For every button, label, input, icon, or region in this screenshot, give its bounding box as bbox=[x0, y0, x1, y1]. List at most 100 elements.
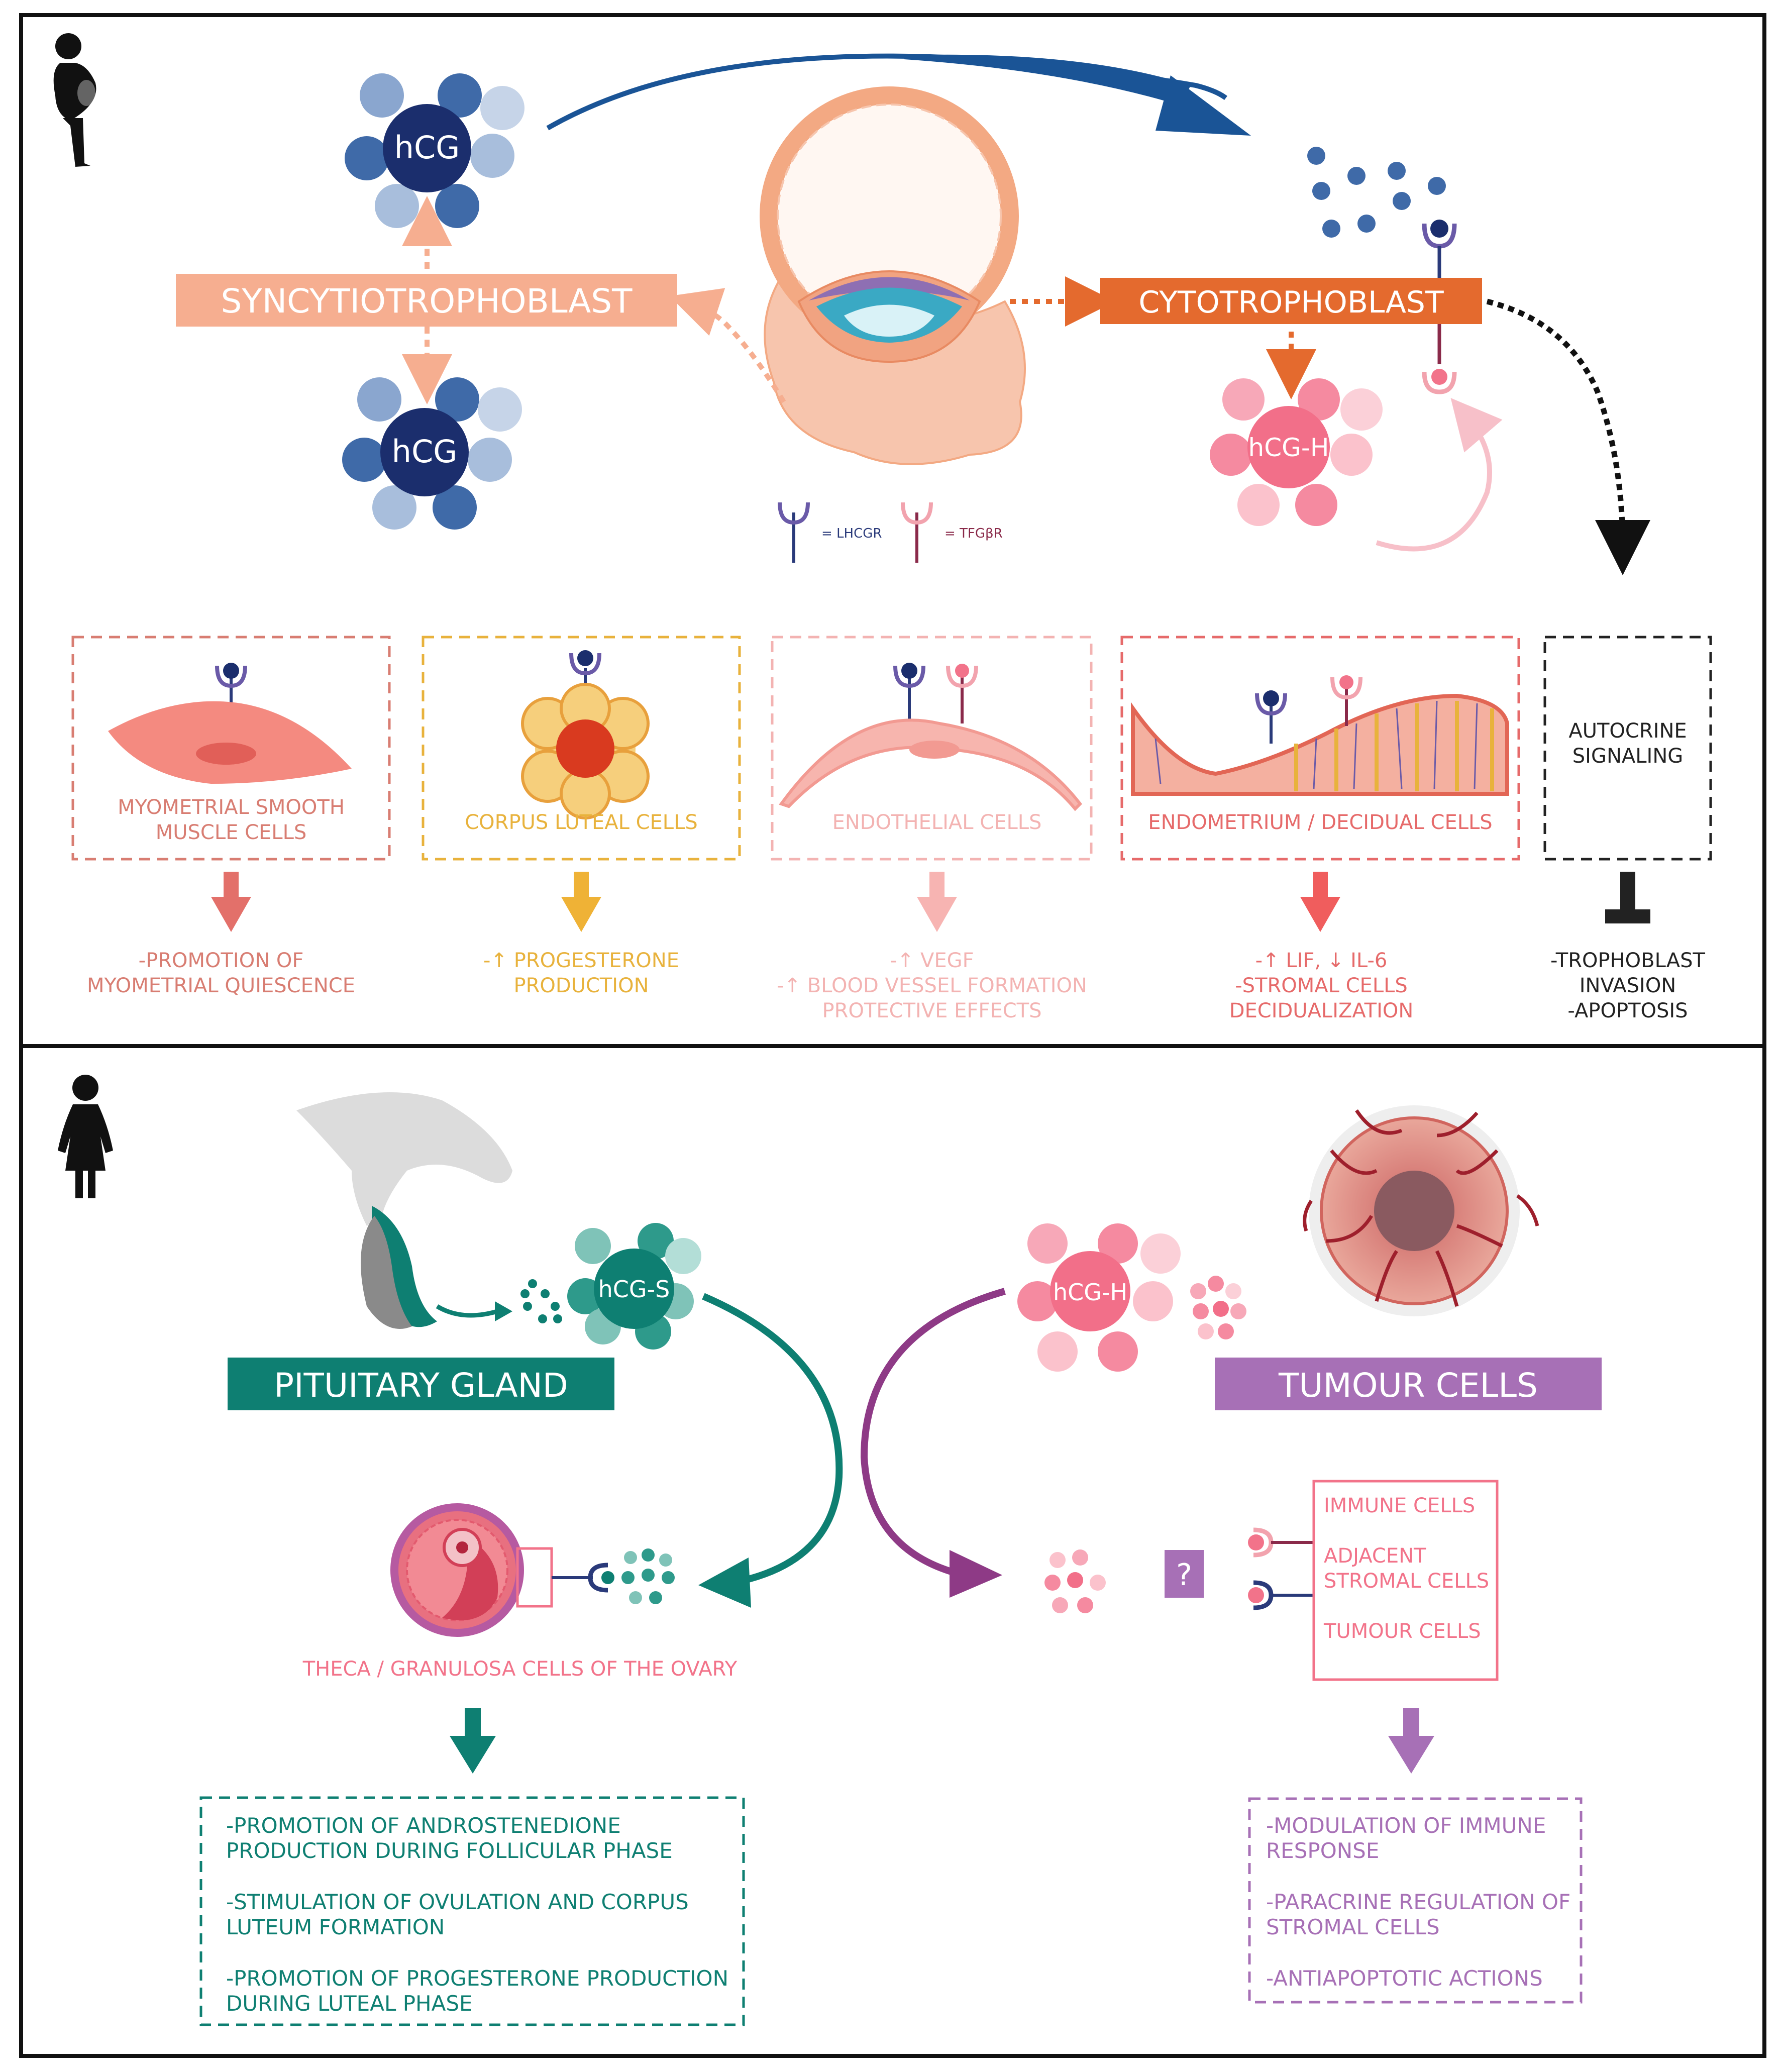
effect-endometrium-3: DECIDUALIZATION bbox=[1229, 999, 1414, 1022]
ovarian-follicle-icon bbox=[390, 1503, 524, 1637]
ovary-effect-3a: -PROMOTION OF PROGESTERONE PRODUCTION bbox=[226, 1966, 728, 1991]
tumour-target-adjacent: ADJACENT bbox=[1324, 1544, 1426, 1568]
hcg-cluster-bottom: hCG bbox=[342, 377, 522, 530]
effect-endothelial-1: -↑ VEGF bbox=[890, 949, 974, 972]
effect-autocrine-3: -APOPTOSIS bbox=[1567, 999, 1688, 1022]
tumour-target-immune: IMMUNE CELLS bbox=[1324, 1494, 1475, 1517]
syncytiotrophoblast-box: SYNCYTIOTROPHOBLAST bbox=[176, 274, 677, 327]
target-corpus-luteal-label: CORPUS LUTEAL CELLS bbox=[465, 811, 698, 834]
tumour-receptor-lhcgr bbox=[1248, 1580, 1314, 1610]
legend-lhcgr-text: = LHCGR bbox=[821, 526, 882, 541]
ovary-effect-2b: LUTEUM FORMATION bbox=[226, 1915, 445, 1939]
hcg-h-cluster-bottom: hCG-H bbox=[1017, 1223, 1181, 1372]
target-endothelial-label: ENDOTHELIAL CELLS bbox=[832, 811, 1042, 834]
autocrine-loop-arrow bbox=[1376, 398, 1503, 552]
effect-myometrial-1: -PROMOTION OF bbox=[139, 949, 304, 972]
hcg-h-cluster-top: hCG-H bbox=[1210, 378, 1383, 526]
tumour-effects-box: -MODULATION OF IMMUNE RESPONSE -PARACRIN… bbox=[1248, 1797, 1583, 2004]
effect-endothelial-2: -↑ BLOOD VESSEL FORMATION bbox=[777, 974, 1087, 997]
receptor-legend: = LHCGR = TFGβR bbox=[778, 502, 1003, 563]
pituitary-gland-box: PITUITARY GLAND bbox=[228, 1358, 614, 1410]
smooth-muscle-cell-icon bbox=[108, 701, 352, 784]
tumour-effect-2b: STROMAL CELLS bbox=[1266, 1915, 1440, 1939]
question-box: ? bbox=[1165, 1550, 1204, 1598]
ovary-effect-3b: DURING LUTEAL PHASE bbox=[226, 1991, 473, 2016]
hcg-h-free-molecules bbox=[1044, 1549, 1106, 1613]
effect-arrow-myometrial bbox=[211, 872, 251, 932]
endometrium-tissue-icon bbox=[1131, 693, 1509, 796]
effect-corpus-luteal-2: PRODUCTION bbox=[513, 974, 649, 997]
target-endometrium: ENDOMETRIUM / DECIDUAL CELLS bbox=[1120, 636, 1520, 861]
tumour-targets-box: IMMUNE CELLS ADJACENT STROMAL CELLS TUMO… bbox=[1312, 1480, 1499, 1681]
hcg-label-bottom: hCG bbox=[392, 433, 458, 470]
arrow-head-ovary bbox=[698, 1558, 751, 1608]
woman-icon bbox=[58, 1075, 113, 1198]
arrow-head-pituitary bbox=[495, 1301, 512, 1321]
ovary-receptor-ligand bbox=[601, 1571, 614, 1584]
effect-arrow-endometrium bbox=[1300, 872, 1340, 932]
hcg-h-label-bottom: hCG-H bbox=[1053, 1279, 1127, 1306]
arrow-hcg-s-to-ovary bbox=[702, 1293, 843, 1586]
cytotrophoblast-box: CYTOTROPHOBLAST bbox=[1100, 278, 1482, 324]
effect-endometrium-2: -STROMAL CELLS bbox=[1235, 974, 1408, 997]
tumour-effect-2a: -PARACRINE REGULATION OF bbox=[1266, 1890, 1570, 1914]
tumour-target-tumour: TUMOUR CELLS bbox=[1323, 1620, 1481, 1643]
arrow-hcg-h-to-targets bbox=[860, 1288, 1006, 1576]
small-hcg-molecules bbox=[1307, 147, 1446, 238]
effect-endometrium-1: -↑ LIF, ↓ IL-6 bbox=[1255, 949, 1388, 972]
blastocyst-illustration bbox=[760, 86, 1026, 465]
arrow-cyto-to-autocrine bbox=[1486, 298, 1650, 575]
tumour-illustration bbox=[1303, 1105, 1539, 1316]
pregnant-woman-icon bbox=[53, 33, 96, 167]
hcg-label-top: hCG bbox=[394, 129, 460, 166]
effect-autocrine-2: INVASION bbox=[1580, 974, 1676, 997]
hcg-cluster-top: hCG bbox=[345, 73, 524, 228]
target-myometrial-label-2: MUSCLE CELLS bbox=[156, 821, 307, 844]
arrow-pituitary-to-hcg-s bbox=[436, 1304, 498, 1318]
target-myometrial: MYOMETRIAL SMOOTH MUSCLE CELLS bbox=[71, 636, 391, 861]
tumour-effect-3: -ANTIAPOPTOTIC ACTIONS bbox=[1266, 1966, 1543, 1991]
pituitary-gland-label: PITUITARY GLAND bbox=[274, 1366, 568, 1405]
ovary-effect-2a: -STIMULATION OF OVULATION AND CORPUS bbox=[226, 1890, 689, 1914]
lhcgr-receptor-cyto bbox=[1422, 220, 1457, 279]
tumour-target-stromal: STROMAL CELLS bbox=[1324, 1570, 1489, 1593]
question-mark: ? bbox=[1176, 1558, 1192, 1593]
cytotrophoblast-label: CYTOTROPHOBLAST bbox=[1138, 285, 1444, 320]
effect-endothelial-3: PROTECTIVE EFFECTS bbox=[822, 999, 1042, 1022]
blue-curved-arrow bbox=[546, 53, 1251, 136]
ovary-target-label: THECA / GRANULOSA CELLS OF THE OVARY bbox=[302, 1657, 738, 1681]
tumour-receptor-tgfbr bbox=[1248, 1527, 1314, 1558]
pituitary-gland-illustration bbox=[296, 1092, 512, 1329]
legend-tgfbr-text: = TFGβR bbox=[945, 526, 1003, 541]
target-endometrium-label: ENDOMETRIUM / DECIDUAL CELLS bbox=[1148, 811, 1492, 834]
arrow-head-tumour-targets bbox=[950, 1550, 1002, 1598]
effect-arrow-tumour bbox=[1388, 1708, 1434, 1774]
tgfbr-receptor-cyto bbox=[1422, 324, 1457, 394]
tumour-effect-1b: RESPONSE bbox=[1266, 1838, 1379, 1863]
target-endothelial: ENDOTHELIAL CELLS bbox=[771, 636, 1093, 861]
effect-arrow-corpus-luteal bbox=[561, 872, 601, 932]
corpus-luteum-icon bbox=[521, 683, 650, 819]
ovary-hcg-s-molecules bbox=[621, 1548, 675, 1604]
lhcgr-receptor-icon bbox=[778, 502, 810, 563]
hcg-s-cluster: hCG-S bbox=[567, 1223, 701, 1350]
ovary-receptor-icon bbox=[588, 1563, 608, 1593]
tumour-effect-1a: -MODULATION OF IMMUNE bbox=[1266, 1813, 1546, 1838]
ovary-effect-1a: -PROMOTION OF ANDROSTENEDIONE bbox=[226, 1813, 621, 1838]
ovary-effects-box: -PROMOTION OF ANDROSTENEDIONE PRODUCTION… bbox=[199, 1796, 745, 2026]
effect-arrow-ovary bbox=[450, 1708, 496, 1774]
effect-myometrial-2: MYOMETRIAL QUIESCENCE bbox=[87, 974, 355, 997]
arrow-blastocyst-to-syncytio bbox=[669, 288, 786, 403]
bottom-panel-frame bbox=[19, 1044, 1766, 2058]
endothelial-cell-icon bbox=[779, 718, 1082, 811]
target-myometrial-label-1: MYOMETRIAL SMOOTH bbox=[118, 796, 345, 819]
target-autocrine-label-1: AUTOCRINE bbox=[1568, 719, 1687, 743]
inhibition-symbol-autocrine bbox=[1605, 872, 1650, 923]
tumour-cells-label: TUMOUR CELLS bbox=[1278, 1366, 1538, 1405]
tumour-cells-box: TUMOUR CELLS bbox=[1215, 1358, 1602, 1410]
effect-autocrine-1: -TROPHOBLAST bbox=[1550, 949, 1706, 972]
tumour-hcg-h-molecules bbox=[1190, 1276, 1246, 1339]
target-autocrine: AUTOCRINE SIGNALING bbox=[1543, 636, 1712, 861]
ovary-effect-1b: PRODUCTION DURING FOLLICULAR PHASE bbox=[226, 1838, 673, 1863]
